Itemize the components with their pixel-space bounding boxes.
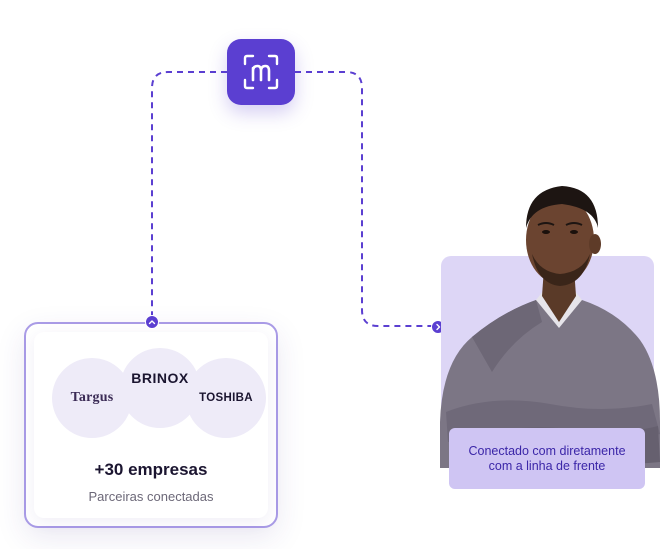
connector-dot-up [145, 315, 159, 329]
brand-bubble-targus: Targus [52, 358, 132, 438]
brand-logo-targus: Targus [70, 390, 114, 405]
person-photo [440, 186, 660, 468]
brand-m-logo-icon [243, 54, 279, 90]
connector-left [151, 71, 227, 316]
brand-logo-toshiba: TOSHIBA [199, 392, 253, 404]
partners-card-inner: Targus BRINOX TOSHIBA +30 empresas Parce… [34, 332, 268, 518]
partners-card: Targus BRINOX TOSHIBA +30 empresas Parce… [24, 322, 278, 528]
partners-count: +30 empresas [94, 460, 208, 479]
person-caption: Conectado com diretamente com a linha de… [449, 428, 645, 489]
brand-logo-tile [227, 39, 295, 105]
chevron-up-icon [148, 320, 156, 325]
brand-bubble-toshiba: TOSHIBA [186, 358, 266, 438]
connector-right [295, 71, 432, 327]
chevron-right-icon [436, 323, 441, 331]
brand-logo-brinox: BRINOX [131, 370, 189, 386]
partners-caption: Parceiras conectadas [88, 489, 214, 504]
